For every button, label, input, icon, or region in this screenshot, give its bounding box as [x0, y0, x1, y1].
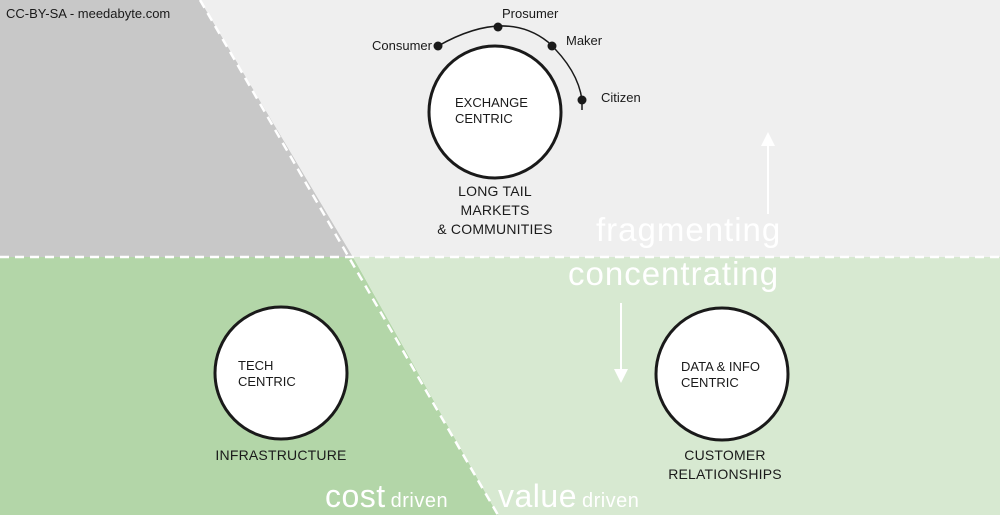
- exchange-line1: EXCHANGE: [455, 95, 528, 110]
- fragmenting-label: fragmenting: [596, 211, 782, 248]
- exchange-caption: LONG TAIL MARKETS & COMMUNITIES: [420, 182, 570, 239]
- value-driven-word: driven: [581, 490, 640, 512]
- data-line1: DATA & INFO: [681, 359, 760, 374]
- exchange-caption-line3: & COMMUNITIES: [437, 221, 553, 237]
- cost-driven-label: cost driven: [325, 478, 448, 515]
- tech-line1: TECH: [238, 358, 274, 373]
- exchange-line2: CENTRIC: [455, 111, 513, 126]
- citizen-label: Citizen: [601, 90, 641, 105]
- dark-gray-region: [0, 0, 353, 257]
- consumer-dot: [433, 41, 443, 51]
- data-info-centric-text: DATA & INFO CENTRIC: [681, 359, 760, 391]
- exchange-centric-text: EXCHANGE CENTRIC: [455, 95, 528, 127]
- credit-text: CC-BY-SA - meedabyte.com: [6, 6, 171, 21]
- exchange-caption-line2: MARKETS: [460, 202, 530, 218]
- consumer-label: Consumer: [372, 38, 432, 53]
- role-arc: [437, 25, 583, 110]
- cost-word: cost: [325, 478, 386, 514]
- diagonal-divider: [198, 0, 500, 515]
- data-caption-line1: CUSTOMER: [684, 447, 766, 463]
- data-caption-line2: RELATIONSHIPS: [668, 466, 782, 482]
- data-info-caption: CUSTOMER RELATIONSHIPS: [650, 446, 800, 484]
- data-info-centric-circle: [654, 306, 790, 442]
- tech-line2: CENTRIC: [238, 374, 296, 389]
- prosumer-dot: [493, 22, 503, 32]
- tech-centric-text: TECH CENTRIC: [238, 358, 296, 390]
- tech-caption-line1: INFRASTRUCTURE: [215, 447, 347, 463]
- exchange-centric-circle: [427, 44, 563, 180]
- concentrating-label: concentrating: [568, 255, 780, 292]
- data-line2: CENTRIC: [681, 375, 739, 390]
- value-driven-label: value driven: [498, 478, 639, 515]
- up-arrow-head: [761, 132, 775, 146]
- value-word: value: [498, 478, 577, 514]
- prosumer-label: Prosumer: [502, 6, 559, 21]
- tech-caption: INFRASTRUCTURE: [206, 446, 356, 465]
- maker-dot: [547, 41, 557, 51]
- tech-centric-circle: [213, 305, 349, 441]
- citizen-dot: [577, 95, 587, 105]
- light-gray-region: [200, 0, 1000, 257]
- exchange-caption-line1: LONG TAIL: [458, 183, 532, 199]
- down-arrow-head: [614, 369, 628, 383]
- maker-label: Maker: [566, 33, 603, 48]
- cost-driven-word: driven: [390, 490, 449, 512]
